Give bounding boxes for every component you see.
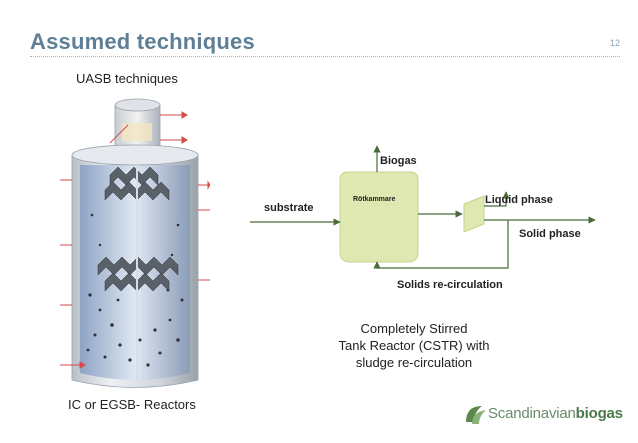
separator	[463, 195, 485, 233]
substrate-label: substrate	[264, 202, 314, 214]
reactor-illustration	[60, 98, 210, 388]
slide-title: Assumed techniques	[30, 29, 255, 54]
recirculation-flow	[373, 220, 509, 269]
scandinavian-biogas-logo-icon	[466, 406, 486, 424]
logo-text-part2: biogas	[575, 405, 623, 422]
title-divider	[30, 56, 620, 57]
logo-text-part1: Scandinavian	[488, 405, 576, 422]
recirculation-label: Solids re-circulation	[397, 279, 503, 291]
liquid-phase-flow	[484, 191, 510, 207]
biogas-label: Biogas	[380, 155, 417, 167]
caption-line-1: Completely Stirred	[360, 321, 468, 336]
digester-tank	[339, 171, 419, 263]
liquid-phase-label: Liquid phase	[485, 194, 553, 206]
uasb-label: UASB techniques	[76, 71, 178, 86]
page-number: 12	[609, 38, 620, 48]
ic-egsb-label: IC or EGSB- Reactors	[68, 397, 196, 412]
caption-line-3: sludge re-circulation	[355, 355, 473, 370]
logo-text: Scandinavianbiogas	[488, 405, 623, 422]
cstr-caption: Completely Stirred Tank Reactor (CSTR) w…	[320, 320, 508, 371]
solid-phase-label: Solid phase	[519, 228, 581, 240]
cstr-diagram	[250, 145, 596, 269]
caption-line-2: Tank Reactor (CSTR) with	[338, 338, 490, 353]
rotkammare-label: Rötkammare	[353, 196, 396, 203]
